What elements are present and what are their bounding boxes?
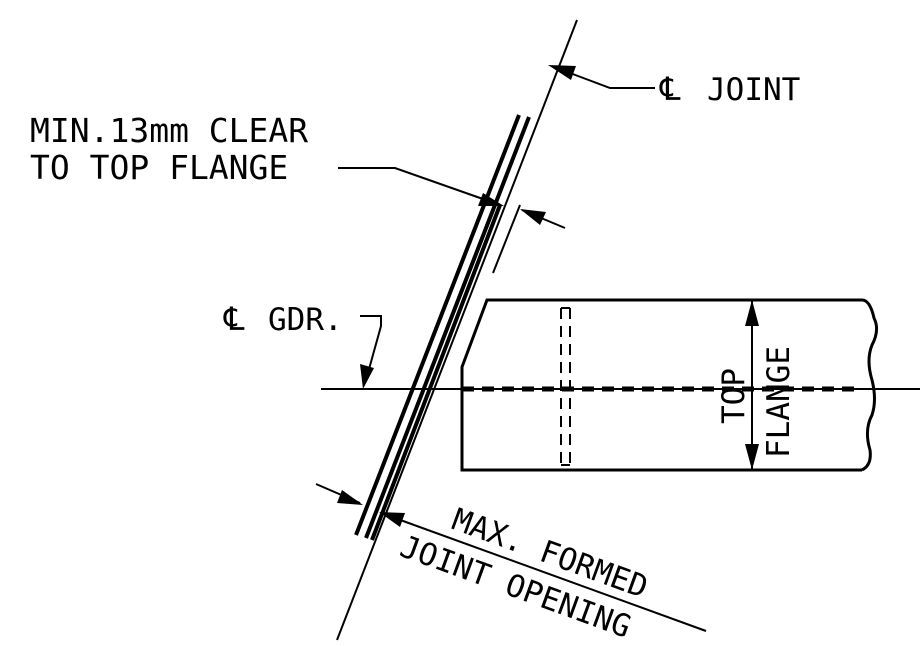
top-flange-arrow-up [745, 300, 759, 326]
seal-line-2 [364, 116, 531, 539]
gdr-label: GDR. [268, 302, 343, 338]
joint-leader [548, 65, 655, 89]
min-clear-leader-line [338, 167, 501, 206]
hidden-web-outline [560, 307, 571, 466]
gdr-leader [360, 315, 382, 389]
seal-line-3 [370, 204, 502, 541]
joint-centerline [336, 19, 578, 641]
centerline-symbol-joint: ℄ [659, 70, 681, 108]
min-clear-label-line1: MIN.13mm CLEAR [30, 111, 308, 150]
max-opening-right-leader [380, 512, 707, 632]
top-flange-outline [460, 298, 879, 472]
centerline-symbol-gdr: ℄ [223, 300, 245, 338]
clearance-dimension-arrow [520, 209, 546, 225]
gdr-leader-arrow [360, 364, 374, 389]
min-clear-leader [338, 167, 504, 206]
clearance-dimension [520, 209, 566, 229]
max-opening-dimension [315, 483, 707, 632]
joint-seal-lines [354, 114, 531, 541]
top-label: TOP [716, 368, 752, 424]
min-clear-leader-arrow [478, 193, 504, 206]
gdr-leader-line [360, 315, 382, 381]
min-clear-label-line2: TO TOP FLANGE [30, 148, 288, 187]
joint-leader-arrow [548, 65, 576, 80]
max-opening-right-arrow [379, 512, 405, 527]
labels: ℄ JOINT MIN.13mm CLEAR TO TOP FLANGE ℄ G… [30, 70, 800, 646]
clearance-extension-line [492, 204, 521, 274]
seal-line-1 [354, 114, 521, 536]
flange-label: FLANGE [761, 346, 797, 458]
max-opening-left-arrow [337, 490, 363, 505]
top-flange-arrow-down [745, 444, 759, 470]
joint-label: JOINT [707, 72, 800, 108]
top-flange-dimension [745, 300, 759, 470]
